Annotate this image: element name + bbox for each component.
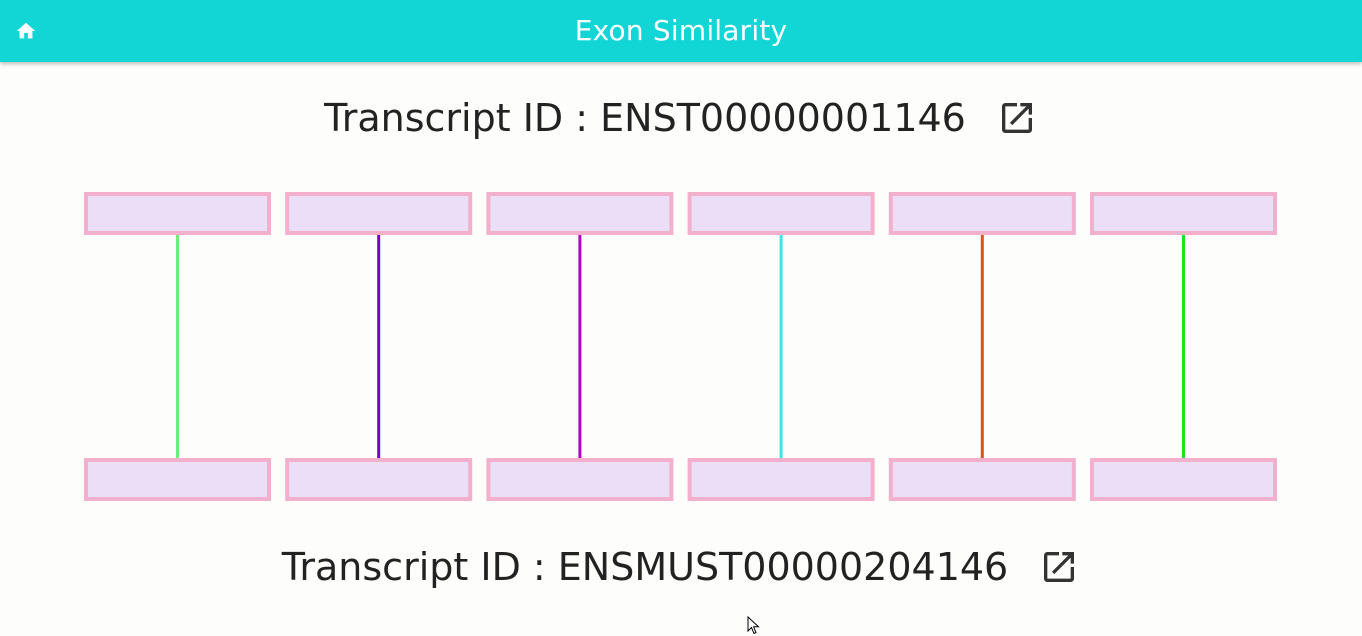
bottom-transcript-id: Transcript ID : ENSMUST00000204146 xyxy=(281,545,1009,589)
bottom-exon-box-2[interactable] xyxy=(285,458,473,501)
bottom-exon-box-4[interactable] xyxy=(687,458,875,501)
app-title: Exon Similarity xyxy=(574,14,788,47)
bottom-exon-box-5[interactable] xyxy=(888,458,1076,501)
app-bar: Exon Similarity xyxy=(0,0,1362,62)
bottom-transcript-open-link-button[interactable] xyxy=(1038,546,1080,588)
top-exon-box-3[interactable] xyxy=(486,192,674,235)
bottom-exon-box-1[interactable] xyxy=(84,458,271,501)
mouse-cursor-icon xyxy=(747,616,760,635)
bottom-transcript-header: Transcript ID : ENSMUST00000204146 xyxy=(0,539,1362,595)
open-in-new-icon xyxy=(1001,103,1032,133)
home-button[interactable] xyxy=(6,11,46,51)
open-in-new-icon xyxy=(1044,552,1075,582)
bottom-exon-box-6[interactable] xyxy=(1090,458,1277,501)
top-exon-box-4[interactable] xyxy=(687,192,875,235)
top-exon-box-1[interactable] xyxy=(84,192,271,235)
bottom-exon-box-3[interactable] xyxy=(486,458,674,501)
top-transcript-open-link-button[interactable] xyxy=(996,97,1038,139)
top-exon-box-5[interactable] xyxy=(888,192,1076,235)
top-exon-box-2[interactable] xyxy=(285,192,473,235)
top-transcript-id: Transcript ID : ENST00000001146 xyxy=(324,96,966,140)
top-transcript-header: Transcript ID : ENST00000001146 xyxy=(0,90,1362,146)
home-icon xyxy=(16,22,36,39)
top-exon-box-6[interactable] xyxy=(1090,192,1277,235)
